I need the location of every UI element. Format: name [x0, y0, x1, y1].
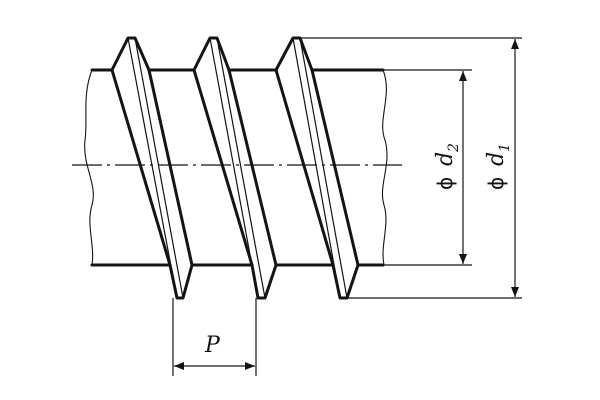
- left-break-line: [84, 69, 94, 266]
- right-break-line: [381, 69, 388, 266]
- pitch-label: P: [204, 333, 221, 358]
- minor-diameter-letter: d: [433, 152, 458, 166]
- major-diameter-subscript: 1: [497, 143, 513, 152]
- root-edges: [90, 68, 385, 267]
- major-diameter-phi: ϕ: [484, 177, 508, 190]
- extension-lines: [172, 37, 522, 376]
- major-diameter-label: ϕ d 1: [484, 143, 513, 190]
- minor-diameter-phi: ϕ: [433, 177, 457, 190]
- minor-diameter-subscript: 2: [446, 143, 462, 153]
- thread-crest-3: [274, 36, 360, 300]
- thread-crest-1: [110, 36, 194, 300]
- thread-crest-2: [192, 36, 278, 300]
- major-diameter-letter: d: [484, 152, 509, 166]
- minor-diameter-label: ϕ d 2: [433, 143, 462, 190]
